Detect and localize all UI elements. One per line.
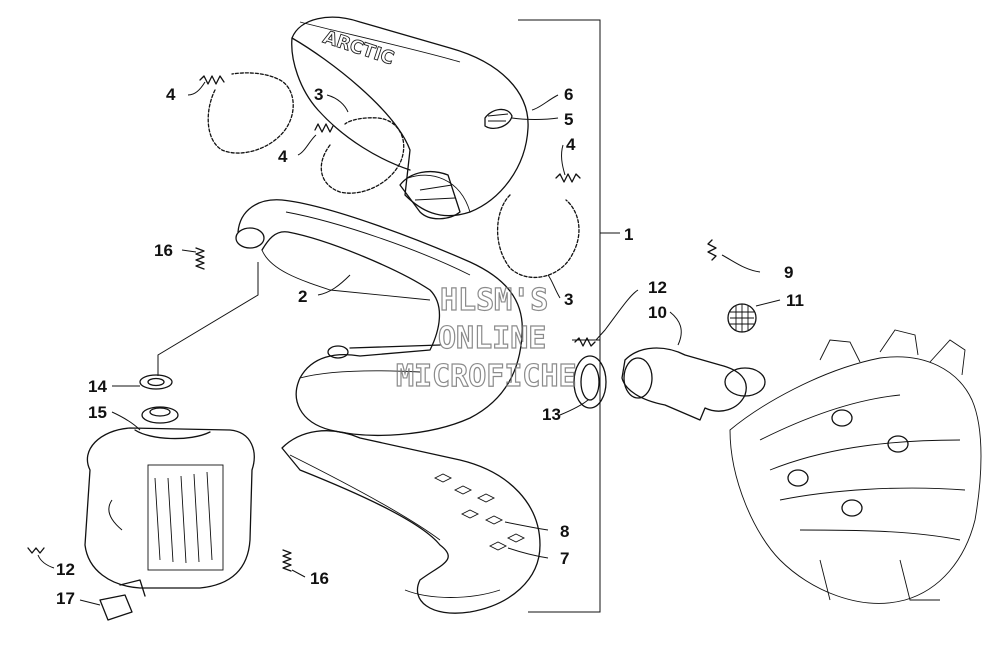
- callout-4: 4: [278, 147, 288, 166]
- exhaust-pipe: [235, 199, 523, 436]
- callout-2: 2: [298, 287, 307, 306]
- heat-shield: [281, 430, 541, 614]
- spring-icon: [314, 123, 334, 133]
- assembly-bracket: [518, 19, 620, 613]
- callout-6: 6: [564, 85, 573, 104]
- callout-3: 3: [564, 290, 573, 309]
- callout-16: 16: [154, 241, 173, 260]
- exhaust-manifold-flange: [573, 303, 766, 421]
- callout-15: 15: [88, 403, 107, 422]
- callout-16: 16: [310, 569, 329, 588]
- lower-muffler: [27, 374, 255, 621]
- watermark: HLSM'S ONLINE MICROFICHE: [395, 282, 577, 394]
- watermark-line-1: HLSM'S: [440, 283, 548, 318]
- spring-icon: [555, 173, 581, 183]
- watermark-line-2: ONLINE: [438, 321, 546, 356]
- callout-11: 11: [786, 291, 804, 310]
- callout-13: 13: [542, 405, 561, 424]
- spring-icon: [199, 75, 225, 85]
- callout-9: 9: [784, 263, 793, 282]
- spring-icon: [707, 239, 717, 261]
- mesh-patch: [433, 473, 526, 551]
- spring-icon: [282, 549, 292, 572]
- watermark-line-3: MICROFICHE: [396, 359, 577, 394]
- callout-labels: 1 2 3 3 4 4 4 5 6 7 8 9 10 11 12 12 13 1…: [56, 85, 804, 608]
- callout-14: 14: [88, 377, 107, 396]
- callout-4: 4: [566, 135, 576, 154]
- upper-silencer: ARCTIC: [291, 16, 529, 220]
- callout-8: 8: [560, 522, 569, 541]
- callout-12: 12: [648, 278, 667, 297]
- callout-5: 5: [564, 110, 573, 129]
- callout-4: 4: [166, 85, 176, 104]
- callout-3: 3: [314, 85, 323, 104]
- engine-block: [729, 329, 982, 604]
- callout-7: 7: [560, 549, 569, 568]
- callout-17: 17: [56, 589, 75, 608]
- svg-text:ARCTIC: ARCTIC: [320, 27, 396, 70]
- callout-12: 12: [56, 560, 75, 579]
- callout-1: 1: [624, 225, 633, 244]
- spring-ring-set: [195, 72, 717, 572]
- leader-lines: [37, 81, 781, 606]
- spring-icon: [195, 247, 205, 270]
- callout-10: 10: [648, 303, 667, 322]
